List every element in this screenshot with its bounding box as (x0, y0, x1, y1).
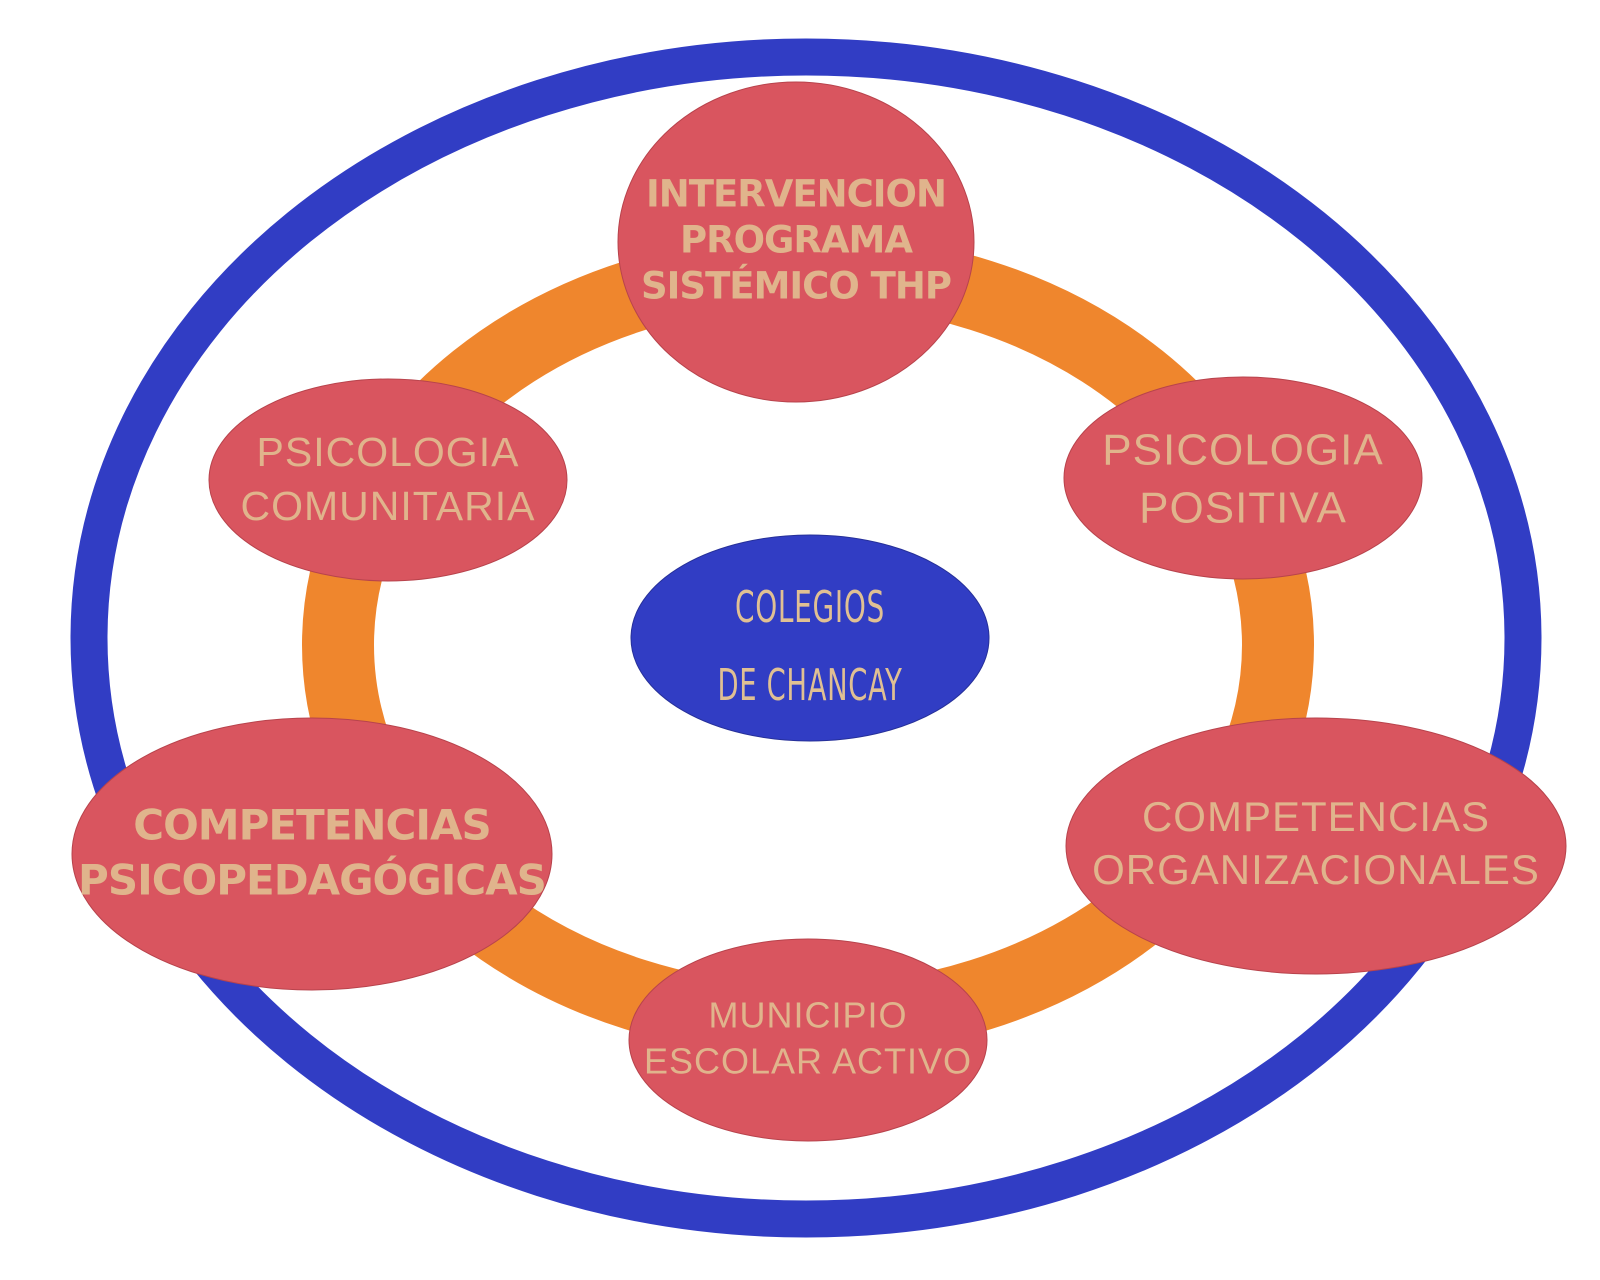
node-psicologia-positiva-ellipse (1063, 376, 1423, 580)
outer-ring (70, 38, 1542, 1238)
node-competencias-psicopedagogicas: COMPETENCIAS PSICOPEDAGÓGICAS (71, 717, 553, 991)
node-competencias-psicopedagogicas-ellipse (71, 717, 553, 991)
node-psicologia-positiva-line-2: POSITIVA (1139, 484, 1347, 533)
node-intervencion: INTERVENCION PROGRAMA SISTÉMICO THP (617, 81, 975, 403)
node-competencias-psicopedagogicas-line-1: COMPETENCIAS (133, 801, 491, 850)
node-intervencion-line-1: INTERVENCION (646, 173, 946, 216)
node-intervencion-ellipse (617, 81, 975, 403)
node-competencias-organizacionales-line-1: COMPETENCIAS (1142, 793, 1490, 840)
node-intervencion-line-3: SISTÉMICO THP (641, 264, 951, 308)
node-intervencion-line-2: PROGRAMA (680, 219, 913, 262)
node-competencias-organizacionales: COMPETENCIAS ORGANIZACIONALES (1065, 717, 1567, 975)
node-municipio-escolar-ellipse (628, 938, 988, 1142)
node-psicologia-comunitaria-line-2: COMUNITARIA (241, 483, 536, 529)
center-label-line-1: COLEGIOS (735, 582, 885, 633)
node-psicologia-comunitaria-ellipse (208, 378, 568, 582)
node-psicologia-comunitaria: PSICOLOGIA COMUNITARIA (208, 378, 568, 582)
node-municipio-escolar-line-1: MUNICIPIO (708, 995, 907, 1036)
node-psicologia-positiva-line-1: PSICOLOGIA (1102, 426, 1383, 475)
center-ellipse (630, 534, 990, 742)
node-competencias-psicopedagogicas-line-2: PSICOPEDAGÓGICAS (78, 855, 546, 905)
node-psicologia-comunitaria-line-1: PSICOLOGIA (257, 429, 520, 475)
center-label-line-2: DE CHANCAY (718, 660, 903, 711)
node-competencias-organizacionales-line-2: ORGANIZACIONALES (1092, 846, 1540, 893)
center-node: COLEGIOS DE CHANCAY (630, 534, 990, 742)
node-municipio-escolar-line-2: ESCOLAR ACTIVO (644, 1041, 972, 1082)
node-municipio-escolar: MUNICIPIO ESCOLAR ACTIVO (628, 938, 988, 1142)
node-competencias-organizacionales-ellipse (1065, 717, 1567, 975)
node-psicologia-positiva: PSICOLOGIA POSITIVA (1063, 376, 1423, 580)
